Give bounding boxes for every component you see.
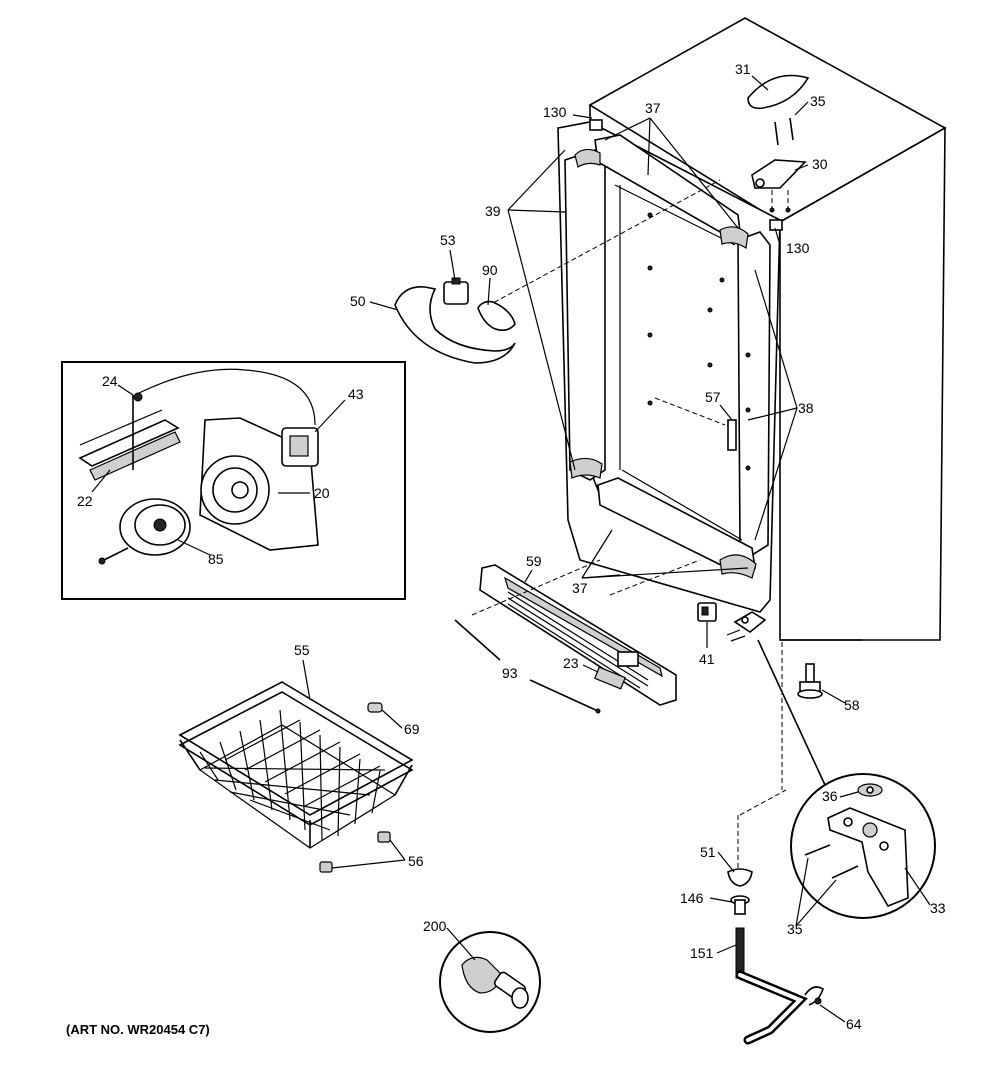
callout-35-bottom: 35 (787, 921, 803, 937)
callout-146: 146 (680, 890, 704, 906)
art-number-caption: (ART NO. WR20454 C7) (66, 1022, 210, 1037)
callout-39: 39 (485, 203, 501, 219)
callout-31: 31 (735, 61, 751, 77)
light-assembly (394, 277, 516, 364)
callout-130-top: 130 (543, 104, 567, 120)
callout-69: 69 (404, 721, 420, 737)
cabinet-body (588, 17, 947, 790)
callout-50: 50 (350, 293, 366, 309)
bottom-hinge (726, 611, 826, 786)
callout-43: 43 (348, 386, 364, 402)
callout-90: 90 (482, 262, 498, 278)
door-gasket-frame (479, 119, 783, 613)
top-hinge-assembly (747, 74, 810, 213)
wire-basket (178, 681, 414, 873)
leader-lines (91, 75, 931, 1023)
callout-36: 36 (822, 788, 838, 804)
callout-64: 64 (846, 1016, 862, 1032)
callout-35-top: 35 (810, 93, 826, 109)
callout-23: 23 (563, 655, 579, 671)
leveling-leg (797, 663, 823, 699)
callout-56: 56 (408, 853, 424, 869)
callout-24: 24 (102, 373, 118, 389)
callout-85: 85 (208, 551, 224, 567)
bottom-grille (454, 559, 677, 714)
callout-22: 22 (77, 493, 93, 509)
callout-33: 33 (930, 900, 946, 916)
fitting-inset (439, 931, 541, 1033)
door-switch (697, 602, 717, 622)
callout-130-right: 130 (786, 240, 810, 256)
callout-59: 59 (526, 553, 542, 569)
callout-151: 151 (690, 945, 714, 961)
callout-labels: 130 37 31 35 30 130 39 53 90 50 24 43 22… (77, 61, 946, 1032)
callout-38: 38 (798, 400, 814, 416)
callout-58: 58 (844, 697, 860, 713)
fan-assembly-inset (61, 361, 406, 600)
hinge-detail-inset (790, 773, 936, 919)
callout-55: 55 (294, 642, 310, 658)
callout-57: 57 (705, 389, 721, 405)
callout-30: 30 (812, 156, 828, 172)
callout-200: 200 (423, 918, 447, 934)
door-stop-assembly (727, 789, 824, 1045)
callout-51: 51 (700, 844, 716, 860)
callout-93: 93 (502, 665, 518, 681)
callout-20: 20 (314, 485, 330, 501)
callout-53: 53 (440, 232, 456, 248)
callout-37-top: 37 (645, 100, 661, 116)
callout-37-bottom: 37 (572, 580, 588, 596)
callout-41: 41 (699, 651, 715, 667)
